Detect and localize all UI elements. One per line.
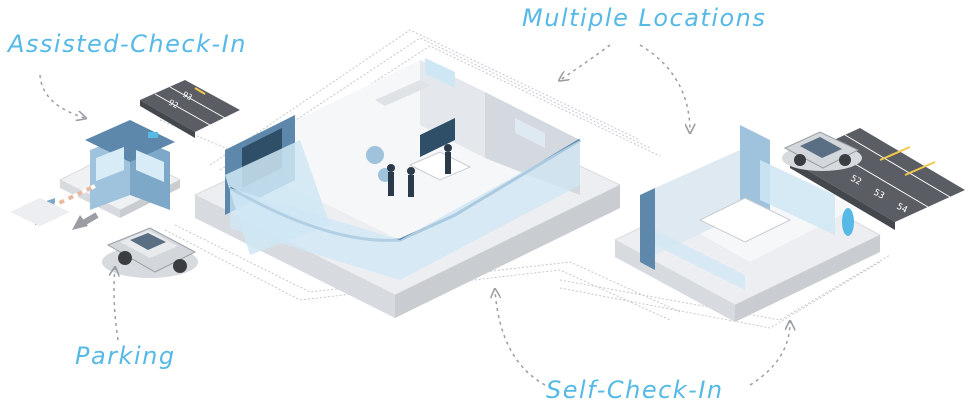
parking-space-number-left-1: 92 [167, 98, 180, 111]
label-parking: Parking [75, 342, 176, 370]
car-parking [102, 227, 198, 278]
label-assisted-check-in: Assisted-Check-In [8, 30, 247, 58]
guard-booth [10, 120, 182, 226]
car-parked-right [782, 131, 862, 171]
self-check-in-building [613, 125, 882, 322]
parking-space-number-right-3: 54 [895, 202, 909, 216]
parking-pad-left: 92 93 [140, 80, 240, 138]
main-building [193, 58, 622, 318]
parking-space-number-right-2: 53 [872, 188, 886, 202]
parking-space-number-left-2: 93 [181, 90, 194, 103]
entry-arrow-head-icon [72, 215, 88, 230]
callout-arrows [39, 44, 790, 386]
label-self-check-in: Self-Check-In [546, 376, 724, 404]
parking-space-number-right-1: 52 [849, 174, 863, 188]
label-multiple-locations: Multiple Locations [522, 4, 767, 32]
